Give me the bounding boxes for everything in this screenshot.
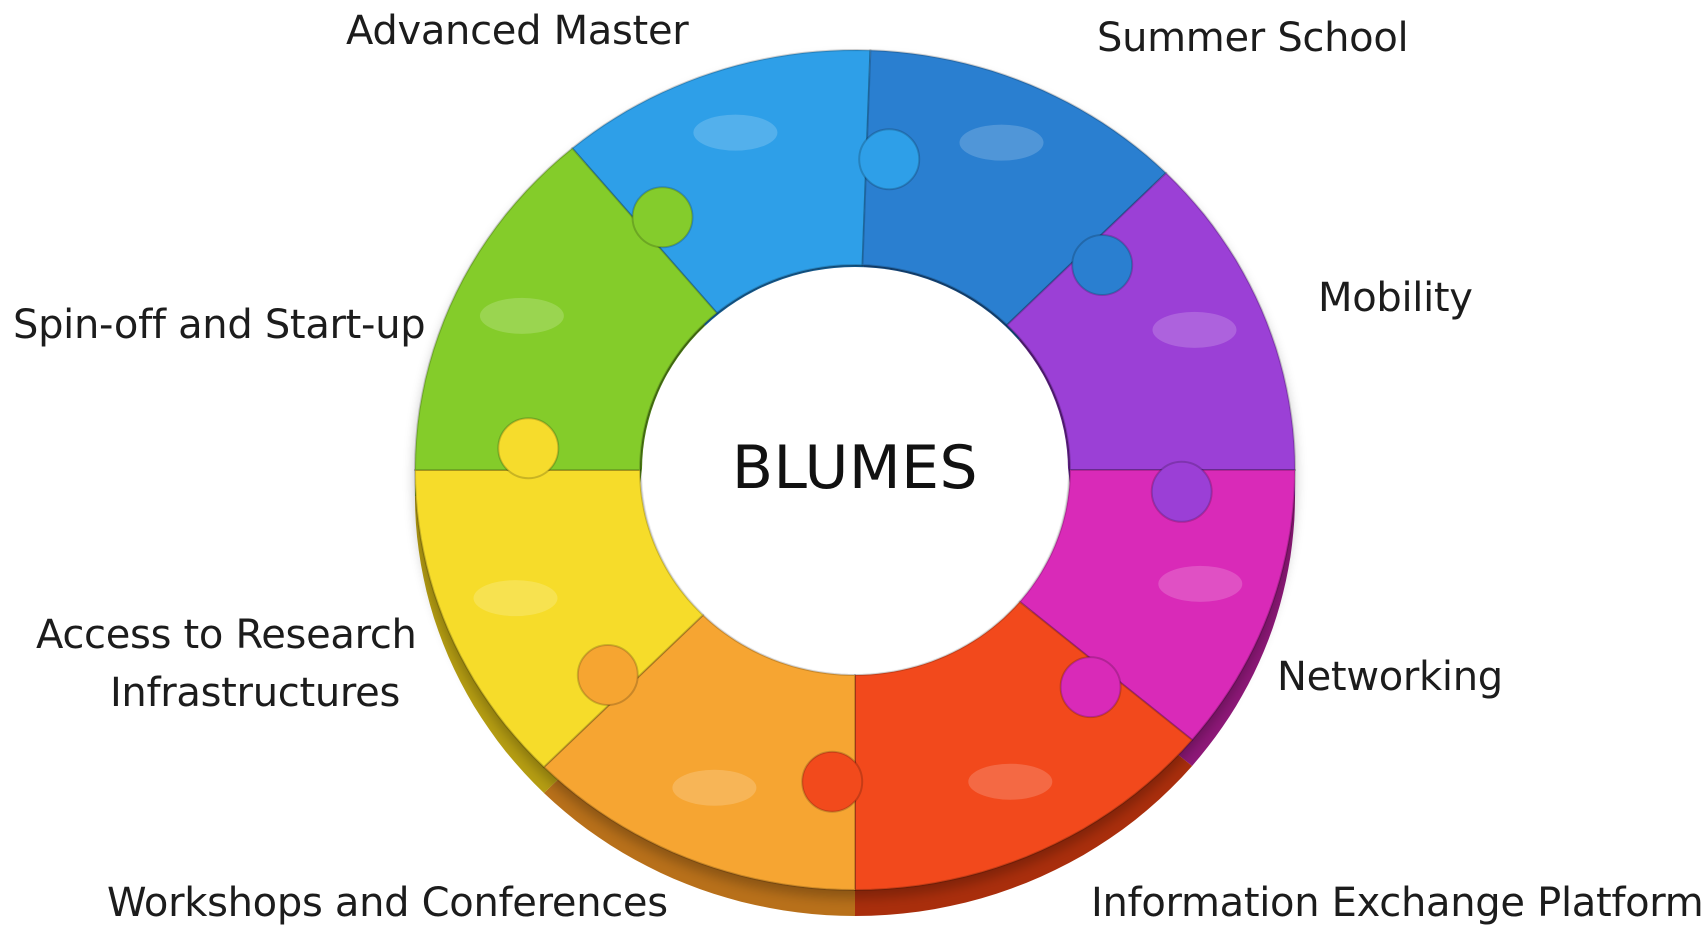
puzzle-knob-access-to-research-infrastructures [497, 417, 560, 480]
ring-center-hole [642, 267, 1068, 673]
puzzle-knob-summer-school [1071, 234, 1134, 296]
label-information-exchange-platform: Information Exchange Platform [1091, 880, 1704, 926]
piece-highlight-information-exchange-platform [968, 763, 1053, 800]
ring-pieces-layer [413, 48, 1297, 892]
label-workshops-and-conferences: Workshops and Conferences [107, 880, 668, 926]
label-advanced-master: Advanced Master [346, 8, 689, 54]
piece-highlight-advanced-master [693, 114, 778, 151]
piece-highlight-summer-school [959, 124, 1044, 161]
piece-highlight-networking [1158, 565, 1243, 602]
piece-highlight-workshops-and-conferences [672, 769, 757, 806]
center-title: BLUMES [731, 433, 979, 503]
label-mobility: Mobility [1318, 275, 1473, 321]
puzzle-knob-spin-off-and-start-up [631, 186, 694, 249]
label-access-to-research-line2: Infrastructures [109, 670, 400, 716]
label-spin-off-and-start-up: Spin-off and Start-up [13, 302, 426, 348]
ring-tabs-layer [473, 114, 1243, 813]
puzzle-knob-advanced-master [858, 128, 921, 191]
label-summer-school: Summer School [1097, 15, 1409, 61]
puzzle-knob-networking [1059, 656, 1122, 719]
label-access-to-research-line1: Access to Research [36, 612, 417, 658]
piece-highlight-spin-off-and-start-up [479, 297, 564, 334]
puzzle-knob-information-exchange-platform [801, 750, 864, 813]
label-networking: Networking [1277, 654, 1503, 700]
piece-highlight-mobility [1152, 311, 1237, 348]
puzzle-knob-workshops-and-conferences [576, 644, 639, 706]
piece-highlight-access-to-research-infrastructures [473, 580, 558, 617]
puzzle-knob-mobility [1150, 460, 1213, 523]
